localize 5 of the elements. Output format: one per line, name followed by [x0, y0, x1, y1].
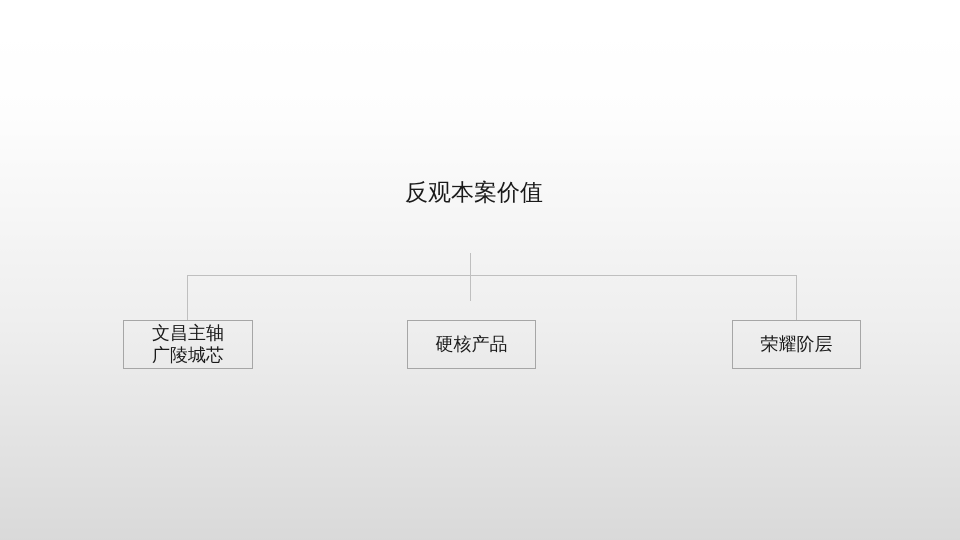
label-box: 文昌主轴广陵城芯	[123, 320, 253, 369]
label-box: 硬核产品	[407, 320, 536, 369]
connector-line	[470, 252, 797, 322]
label-box: 荣耀阶层	[732, 320, 861, 369]
title-text: 反观本案价值	[405, 178, 543, 208]
